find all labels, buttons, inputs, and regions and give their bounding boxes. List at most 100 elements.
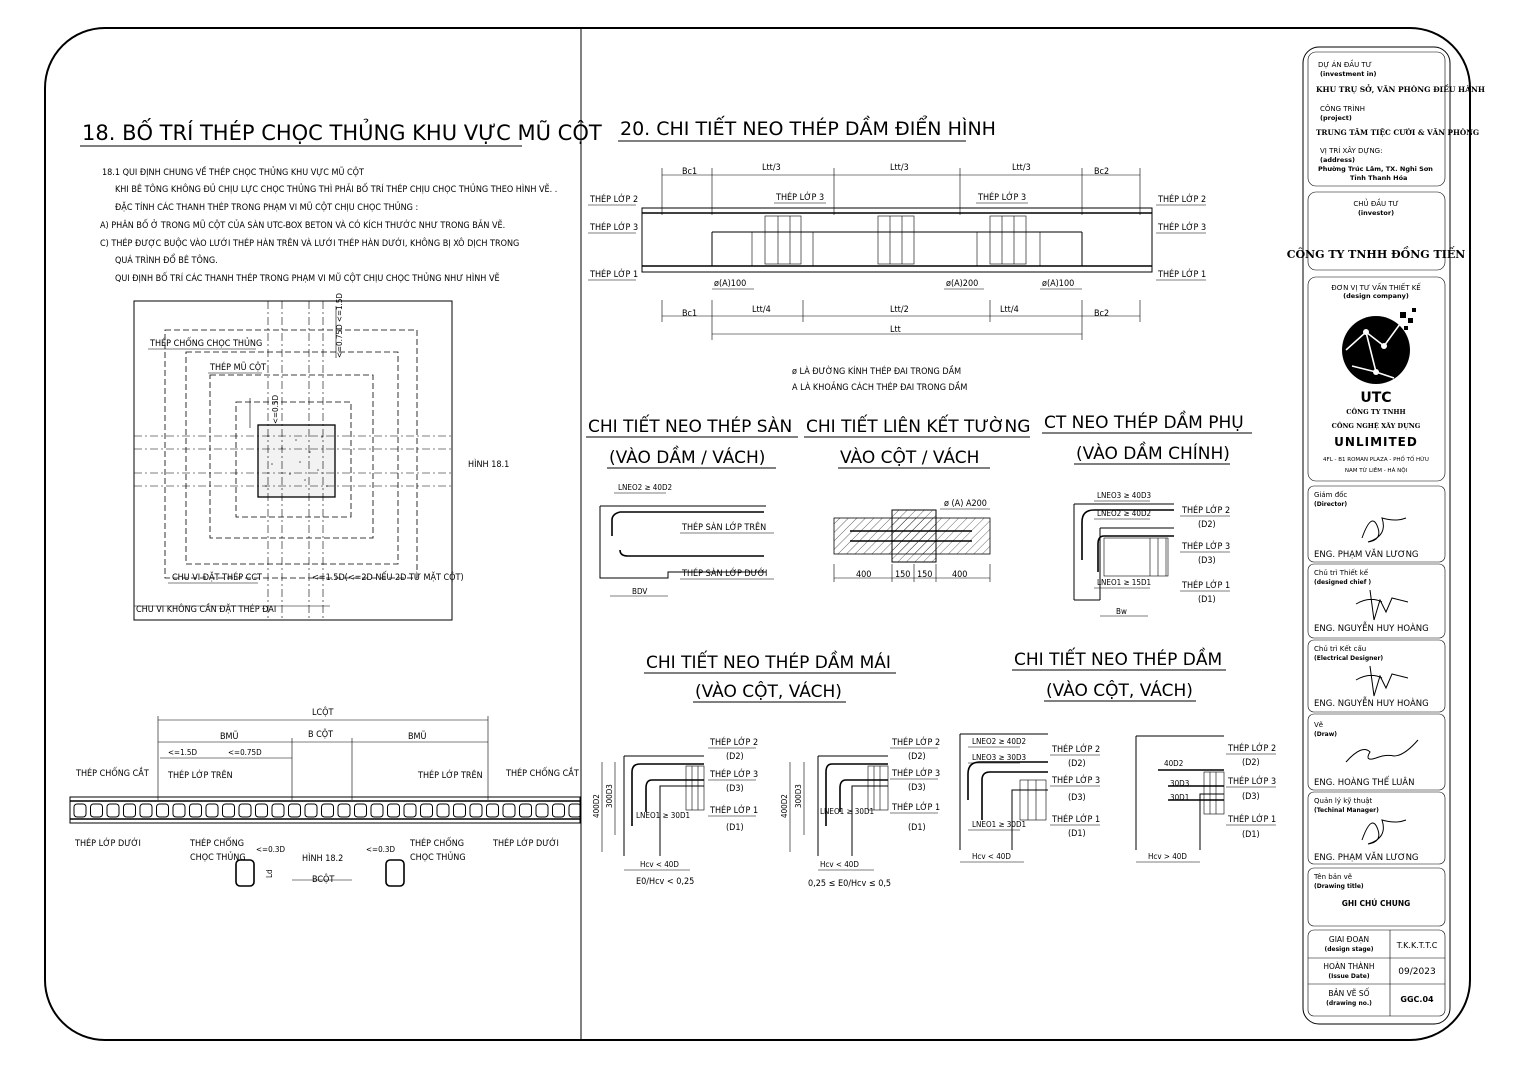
r1-layer2: THÉP LỚP 2 xyxy=(709,736,758,748)
r1-400: 400D2 xyxy=(592,794,601,818)
roof-detail-1: 400D2 300D3 THÉP LỚP 2 (D2) THÉP LỚP 3 (… xyxy=(592,736,758,887)
wall-stirrup: ø (A) A200 xyxy=(944,499,987,509)
r2-layer1: THÉP LỚP 1 xyxy=(891,801,940,813)
figure-18-1-plan: THÉP CHỐNG CHỌC THỦNG THÉP MŨ CỘT <=0.75… xyxy=(133,293,509,621)
slab-void xyxy=(222,803,235,818)
tb-design-en: (design company) xyxy=(1343,292,1409,300)
wall-title-1: CHI TIẾT LIÊN KẾT TƯỜNG xyxy=(806,413,1030,437)
s20-bc1-b: Bc1 xyxy=(682,309,697,319)
tb-struct-en: (Electrical Designer) xyxy=(1314,655,1383,662)
s20-layer1-left: THÉP LỚP 1 xyxy=(589,268,638,280)
sec-lcot: LCỘT xyxy=(312,706,334,718)
sec-beam-layer1: THÉP LỚP 1 xyxy=(1181,579,1230,591)
slab-void xyxy=(535,803,549,818)
sec18-note-1: 18.1 QUI ĐỊNH CHUNG VỀ THÉP CHỌC THỦNG K… xyxy=(102,165,364,178)
r1-d3: (D3) xyxy=(726,784,744,794)
b1-layer3: THÉP LỚP 3 xyxy=(1051,774,1100,786)
tb-design-label: ĐƠN VỊ TƯ VẤN THIẾT KẾ xyxy=(1331,282,1421,292)
tb-no-en: (drawing no.) xyxy=(1326,1000,1372,1007)
r1-d2: (D2) xyxy=(726,752,744,762)
plan-label-cap: THÉP MŨ CỘT xyxy=(209,361,266,373)
sec-bmu-right: BMŨ xyxy=(408,730,427,742)
signature-chief xyxy=(1355,589,1409,621)
slab-void xyxy=(321,803,334,818)
tb-qc-name: ENG. PHẠM VĂN LƯƠNG xyxy=(1314,851,1419,863)
slab-void xyxy=(73,803,87,818)
sec-beam-lneo2: LNEO2 ≥ 40D2 xyxy=(1097,509,1151,518)
s20-ltt4-b: Ltt/4 xyxy=(1000,305,1019,315)
slab-void xyxy=(139,803,153,818)
sec-bmu-left: BMŨ xyxy=(220,730,239,742)
slab-void xyxy=(436,803,450,818)
tb-co-3: UNLIMITED xyxy=(1334,435,1418,449)
sec-beam-title-1: CT NEO THÉP DẦM PHỤ xyxy=(1044,409,1244,433)
tb-draw-en: (Draw) xyxy=(1314,731,1337,738)
slab-lneo: LNEO2 ≥ 40D2 xyxy=(618,483,672,492)
tb-draw-label: Vẽ xyxy=(1314,721,1323,729)
slab-void xyxy=(502,803,516,818)
slab-void xyxy=(156,803,169,818)
roof-detail-2: 400D2 300D3 THÉP LỚP 2 (D2) THÉP LỚP 3 (… xyxy=(780,736,940,889)
r2-400: 400D2 xyxy=(780,794,789,818)
r2-d3: (D3) xyxy=(908,783,926,793)
sec-shear-left: THÉP CHỐNG CẮT xyxy=(75,766,149,779)
plan-label-punch: THÉP CHỐNG CHỌC THỦNG xyxy=(149,336,262,349)
s20-ltt2: Ltt/2 xyxy=(890,305,909,315)
sec-beam-title-2: (VÀO DẦM CHÍNH) xyxy=(1076,440,1230,464)
tb-dwg-en: (Drawing title) xyxy=(1314,883,1364,890)
b1-layer1: THÉP LỚP 1 xyxy=(1051,813,1100,825)
b1-neo3: LNEO3 ≥ 30D3 xyxy=(972,753,1026,762)
section-20: 20. CHI TIẾT NEO THÉP DẦM ĐIỂN HÌNH Bc1 … xyxy=(588,114,1206,393)
tb-struct-label: Chủ trì Kết cấu xyxy=(1314,645,1366,653)
slab-bottom: THÉP SÀN LỚP DƯỚI xyxy=(681,567,767,579)
sec-beam-d1: (D1) xyxy=(1198,595,1216,605)
tb-dir-name: ENG. PHẠM VĂN LƯƠNG xyxy=(1314,548,1419,560)
r2-cond: 0,25 ≤ E0/Hcv ≤ 0,5 xyxy=(808,879,891,889)
b2-d3: (D3) xyxy=(1242,792,1260,802)
sec-punch-right-1: THÉP CHỐNG xyxy=(409,836,464,849)
fig-18-1-label: HÌNH 18.1 xyxy=(468,458,509,470)
r2-d1: (D1) xyxy=(908,823,926,833)
b1-d1: (D1) xyxy=(1068,829,1086,839)
slab-void xyxy=(453,803,466,818)
sec-punch-left-1: THÉP CHỐNG xyxy=(189,836,244,849)
slab-title-1: CHI TIẾT NEO THÉP SÀN xyxy=(588,413,792,437)
tb-loc-value-1: Phường Trúc Lâm, TX. Nghi Sơn xyxy=(1318,165,1433,173)
slab-void xyxy=(486,803,499,818)
slab-void xyxy=(304,803,318,818)
slab-void xyxy=(354,803,367,818)
tb-draw-name: ENG. HOÀNG THẾ LUÂN xyxy=(1314,776,1414,788)
details: CHI TIẾT NEO THÉP SÀN (VÀO DẦM / VÁCH) L… xyxy=(586,409,1276,889)
wall-d4: 400 xyxy=(952,570,967,580)
tb-no-value: GGC.04 xyxy=(1400,995,1434,1004)
tb-proj-value: KHU TRỤ SỞ, VĂN PHÒNG ĐIỀU HÀNH xyxy=(1316,84,1485,94)
s20-ltt3-a: Ltt/3 xyxy=(762,163,781,173)
figure-18-2-section: LCỘT BMŨ B CỘT BMŨ <=1.5D <=0.75D THÉP C… xyxy=(69,706,582,887)
s20-ltt3-b: Ltt/3 xyxy=(890,163,909,173)
s20-stirrup-1: ø(A)100 xyxy=(714,279,746,289)
sec-beam-lneo3: LNEO3 ≥ 40D3 xyxy=(1097,491,1151,500)
sec-beam-layer3: THÉP LỚP 3 xyxy=(1181,540,1230,552)
tb-qc-label: Quản lý kỹ thuật xyxy=(1314,797,1373,805)
s20-stirrup-3: ø(A)100 xyxy=(1042,279,1074,289)
slab-void xyxy=(387,803,400,818)
b1-d2: (D2) xyxy=(1068,759,1086,769)
sec18-note-2: KHI BÊ TÔNG KHÔNG ĐỦ CHỊU LỰC CHỌC THỦNG… xyxy=(115,182,557,195)
tb-logo-text: UTC xyxy=(1360,390,1391,406)
s20-layer2-right: THÉP LỚP 2 xyxy=(1157,193,1206,205)
sec-d03-right: <=0.3D xyxy=(366,845,396,854)
wall-d2: 150 xyxy=(895,570,910,580)
b1-d3: (D3) xyxy=(1068,793,1086,803)
sec-beam-lneo1: LNEO1 ≥ 15D1 xyxy=(1097,578,1151,587)
roof-title-2: (VÀO CỘT, VÁCH) xyxy=(695,680,842,702)
b2-hcv: Hcv > 40D xyxy=(1148,852,1187,861)
b1-layer2: THÉP LỚP 2 xyxy=(1051,743,1100,755)
slab-top: THÉP SÀN LỚP TRÊN xyxy=(681,521,766,533)
tb-chief-label: Chủ trì Thiết kế xyxy=(1314,569,1369,577)
sec-d075: <=0.75D xyxy=(228,748,262,757)
signature-director xyxy=(1361,517,1407,543)
sec-bcot-2: BCỘT xyxy=(312,873,334,885)
b2-layer3: THÉP LỚP 3 xyxy=(1227,775,1276,787)
sec-beam-layer2: THÉP LỚP 2 xyxy=(1181,504,1230,516)
slab-void xyxy=(123,803,136,818)
